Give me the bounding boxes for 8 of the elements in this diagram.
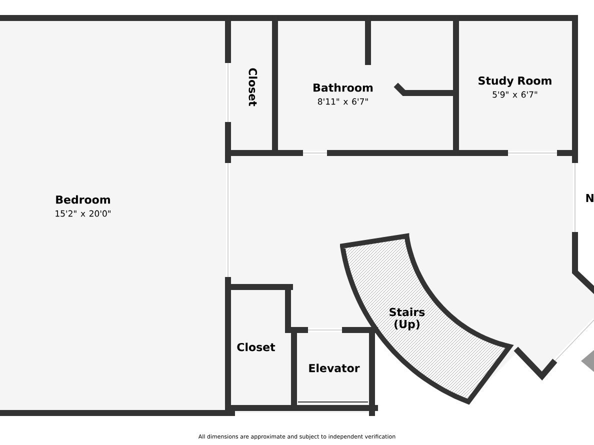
compass-letter: N [586,194,594,202]
room-label: Stairs (Up) [390,308,425,330]
room-label: Closet [248,68,258,106]
room-label: Elevator [309,364,360,372]
room-label: Bathroom 8'11" x 6'7" [314,83,373,105]
room-label: Closet [237,342,276,352]
room-label: Study Room 5'9" x 6'7" [478,76,552,98]
room-label: Bedroom 15'2" x 20'0" [56,195,110,217]
